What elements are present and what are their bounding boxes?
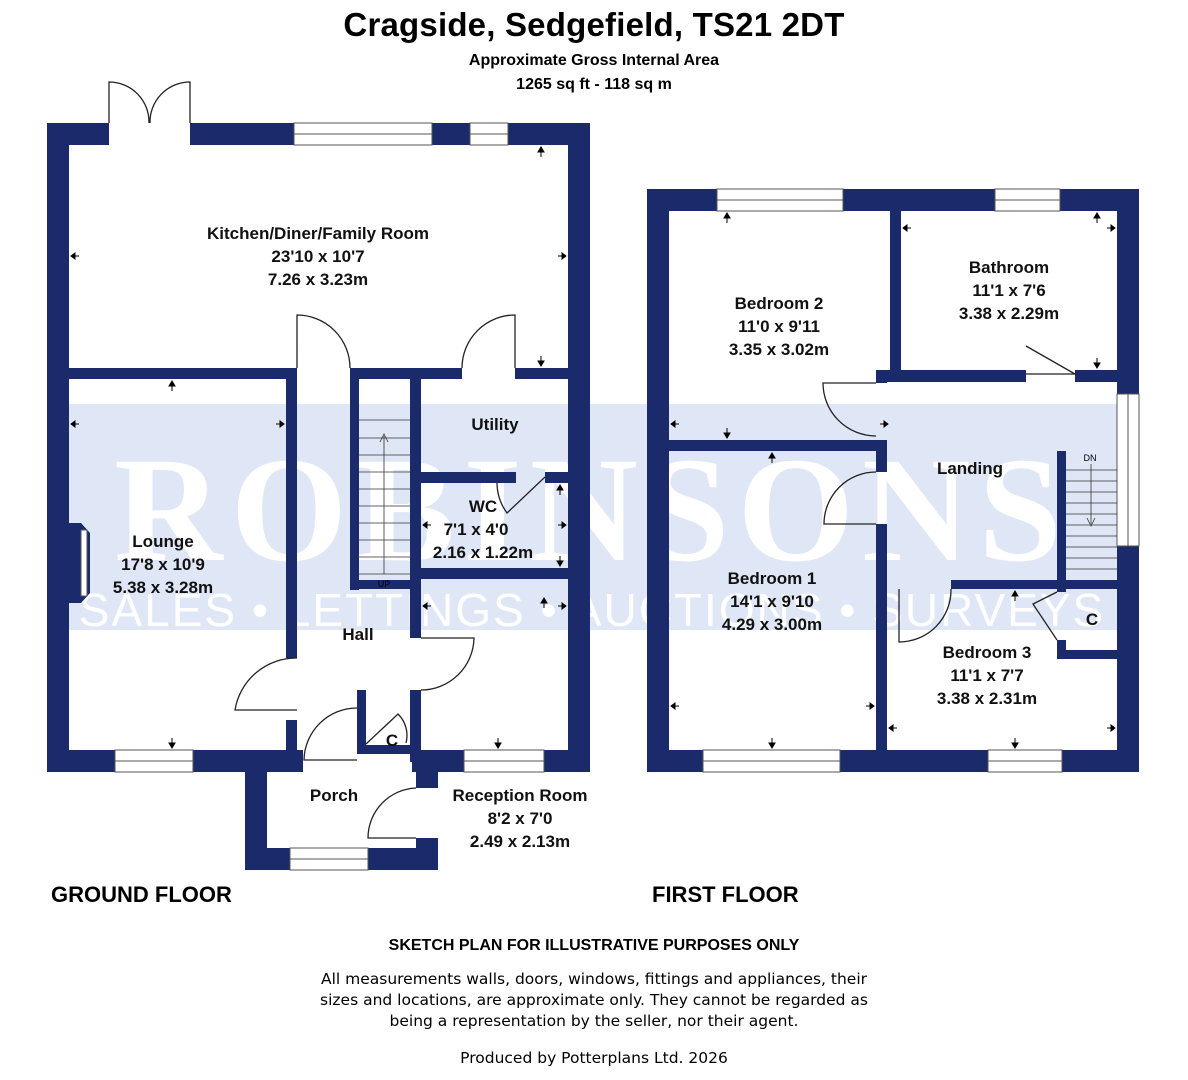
hall-name: Hall	[342, 625, 373, 644]
sketch-notice: SKETCH PLAN FOR ILLUSTRATIVE PURPOSES ON…	[388, 937, 800, 954]
bathroom-name: Bathroom	[969, 258, 1049, 277]
watermark-tagline: SALES • LETTINGS • AUCTIONS • SURVEYS	[79, 584, 1105, 636]
wc-name: WC	[469, 497, 497, 516]
gross-area: 1265 sq ft - 118 sq m	[516, 76, 672, 93]
lounge-name: Lounge	[132, 532, 193, 551]
producer-credit: Produced by Potterplans Ltd. 2026	[460, 1049, 728, 1067]
bedroom3-metric: 3.38 x 2.31m	[937, 689, 1037, 708]
kitchen-imperial: 23'10 x 10'7	[271, 247, 364, 266]
ground-floor-stairs	[359, 419, 410, 575]
bedroom3-imperial: 11'1 x 7'7	[950, 666, 1023, 685]
bedroom1-imperial: 14'1 x 9'10	[730, 592, 814, 611]
disclaimer-line: being a representation by the seller, no…	[389, 1012, 799, 1030]
utility-name: Utility	[471, 415, 519, 434]
first-floor-dimension-arrows	[670, 212, 1116, 749]
first-cupboard-label: C	[1086, 610, 1098, 629]
ground-floor-dimension-arrows	[70, 146, 567, 749]
lounge-imperial: 17'8 x 10'9	[121, 555, 205, 574]
landing-name: Landing	[937, 459, 1003, 478]
ground-floor-label: GROUND FLOOR	[51, 882, 232, 907]
ground-floor-doors	[234, 314, 546, 839]
first-floor-walls	[647, 189, 1139, 772]
first-floor-label: FIRST FLOOR	[652, 882, 799, 907]
ground-floor-walls	[47, 123, 590, 870]
first-floor-windows	[702, 188, 1140, 773]
kitchen-metric: 7.26 x 3.23m	[268, 270, 368, 289]
wc-metric: 2.16 x 1.22m	[433, 543, 533, 562]
porch-name: Porch	[310, 786, 358, 805]
bedroom2-imperial: 11'0 x 9'11	[738, 317, 820, 336]
stairs-down-label: DN	[1084, 453, 1097, 463]
first-floor-doors	[822, 345, 1078, 643]
french-doors	[108, 81, 191, 124]
page-title: Cragside, Sedgefield, TS21 2DT	[343, 6, 845, 43]
ground-floor-windows	[80, 122, 545, 871]
disclaimer-line: sizes and locations, are approximate onl…	[320, 991, 868, 1009]
bedroom1-metric: 4.29 x 3.00m	[722, 615, 822, 634]
bedroom1-name: Bedroom 1	[728, 569, 817, 588]
stairs-up-label: UP	[378, 579, 391, 589]
wc-imperial: 7'1 x 4'0	[444, 520, 509, 539]
ground-cupboard-label: C	[386, 731, 398, 750]
first-floor-stairs	[1066, 464, 1117, 570]
bathroom-imperial: 11'1 x 7'6	[972, 281, 1045, 300]
bedroom3-name: Bedroom 3	[943, 643, 1032, 662]
reception-name: Reception Room	[452, 786, 587, 805]
reception-metric: 2.49 x 2.13m	[470, 832, 570, 851]
lounge-metric: 5.38 x 3.28m	[113, 578, 213, 597]
area-subtitle: Approximate Gross Internal Area	[468, 52, 720, 69]
bathroom-metric: 3.38 x 2.29m	[959, 304, 1059, 323]
bedroom2-name: Bedroom 2	[735, 294, 824, 313]
kitchen-name: Kitchen/Diner/Family Room	[207, 224, 429, 243]
disclaimer-line: All measurements walls, doors, windows, …	[320, 970, 868, 988]
watermark-band	[62, 404, 1122, 630]
bedroom2-metric: 3.35 x 3.02m	[729, 340, 829, 359]
reception-imperial: 8'2 x 7'0	[488, 809, 553, 828]
watermark-logo: ROBINSONS	[114, 427, 1070, 593]
